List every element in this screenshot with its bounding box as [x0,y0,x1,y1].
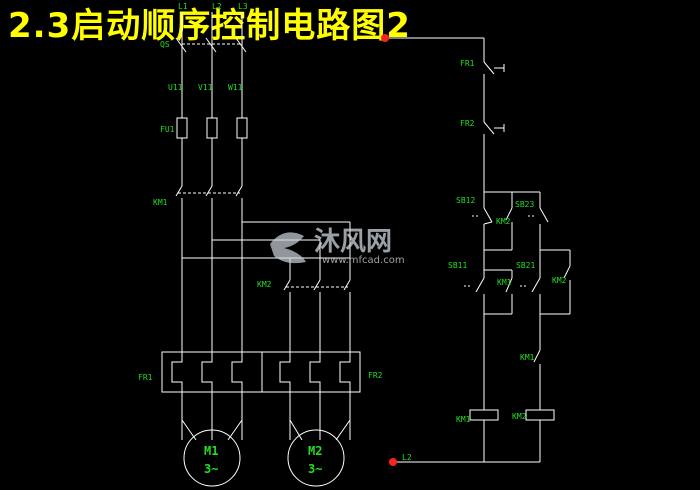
km1-main-contacts [175,182,248,212]
label-w11: W11 [228,83,243,92]
motor-m2 [287,429,345,487]
motor-m1-phase: 3~ [204,462,218,476]
diagram-title: 2.3启动顺序控制电路图2 [8,6,411,46]
label-km2-main: KM2 [257,280,272,289]
label-coil-km2: KM2 [512,412,527,421]
label-qs: QS [160,40,170,49]
fr1-thermal-relay [161,351,263,393]
label-km2-aux-b: KM2 [552,276,567,285]
motor-m1-name: M1 [204,444,218,458]
watermark: 沐风网 www.mfcad.com [270,227,405,266]
label-neutral-l2: L2 [402,453,412,462]
label-sb11: SB11 [448,261,467,270]
watermark-site: www.mfcad.com [322,255,405,266]
supply-node-bottom [389,458,397,466]
label-control-fr2: FR2 [460,119,475,128]
label-sb21: SB21 [516,261,535,270]
label-km1-aux: KM1 [497,278,512,287]
m2-branch-wires [182,221,351,440]
motor-m2-phase: 3~ [308,462,322,476]
label-l3: L3 [238,2,248,11]
label-sb23: SB23 [515,200,534,209]
label-sb12: SB12 [456,196,475,205]
label-fu1: FU1 [160,125,175,134]
qs-switch [175,37,247,53]
label-km1-main: KM1 [153,198,168,207]
label-v11: V11 [198,83,213,92]
label-coil-km1: KM1 [456,415,471,424]
motor-leads [181,392,351,441]
watermark-brand: 沐风网 [314,227,392,257]
label-l1: L1 [178,2,188,11]
label-fr2: FR2 [368,371,383,380]
motor-m2-name: M2 [308,444,322,458]
control-circuit-wires [385,37,571,463]
label-km2-aux-a: KM2 [496,217,511,226]
label-km1-aux-c: KM1 [520,353,535,362]
km2-main-contacts [283,276,356,304]
label-l2: L2 [212,2,222,11]
supply-node-top [381,34,389,42]
label-fr1: FR1 [138,373,153,382]
fu1-fuses [176,117,248,139]
label-u11: U11 [168,83,183,92]
motor-m1 [183,429,241,487]
watermark-logo-icon [270,232,306,264]
fr2-thermal-relay [261,351,361,393]
label-control-fr1: FR1 [460,59,475,68]
